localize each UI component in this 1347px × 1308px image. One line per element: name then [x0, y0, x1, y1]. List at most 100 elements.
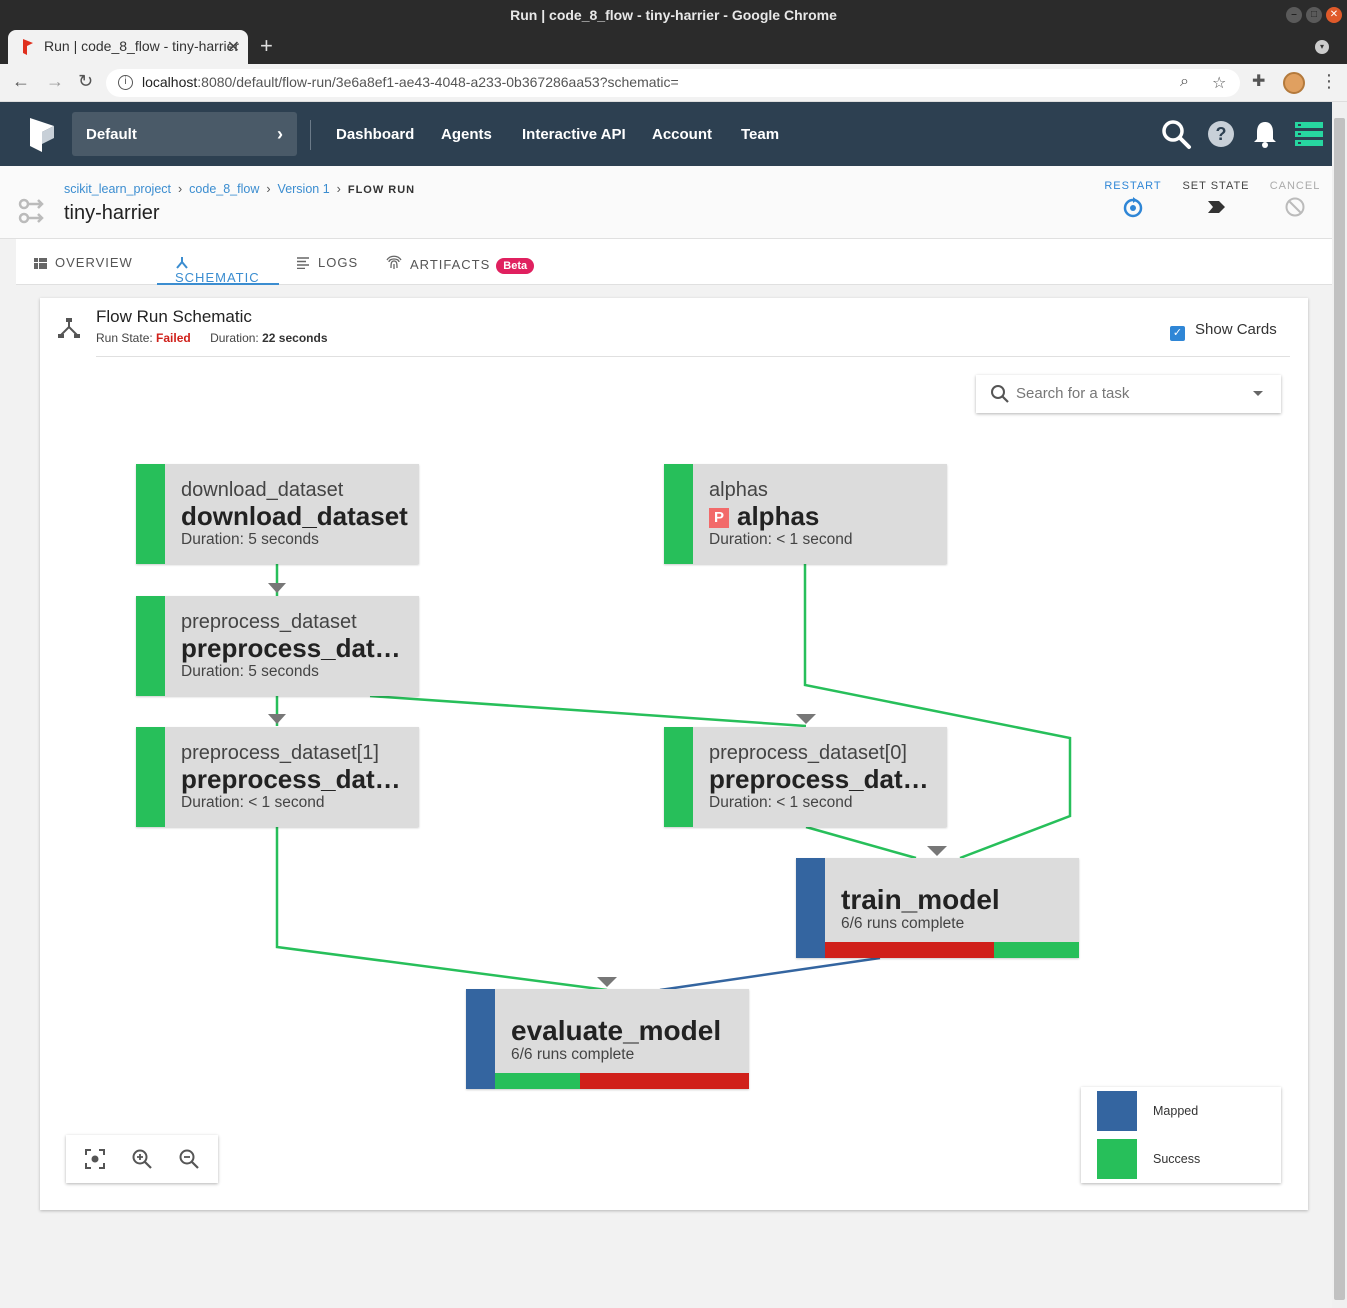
nav-dashboard[interactable]: Dashboard	[336, 126, 415, 143]
breadcrumb-version[interactable]: Version 1	[277, 182, 330, 196]
checkbox-checked-icon[interactable]: ✓	[1170, 326, 1185, 341]
nav-interactive-api[interactable]: Interactive API	[522, 126, 626, 143]
task-node-download-dataset[interactable]: download_dataset download_dataset Durati…	[136, 464, 419, 564]
nav-agents[interactable]: Agents	[441, 126, 492, 143]
back-icon[interactable]: ←	[12, 71, 30, 91]
cancel-button: CANCEL	[1255, 180, 1335, 218]
arrow-head-preprocess1	[268, 714, 286, 724]
tab-schematic-label: SCHEMATIC	[175, 270, 260, 285]
zoom-out-icon[interactable]	[178, 1148, 200, 1170]
nav-account[interactable]: Account	[652, 126, 712, 143]
task-duration: Duration: < 1 second	[709, 531, 853, 548]
team-name: Default	[86, 126, 137, 143]
close-tab-icon[interactable]: ✕	[226, 39, 240, 56]
breadcrumb-project[interactable]: scikit_learn_project	[64, 182, 171, 196]
tab-search-icon[interactable]: ▾	[1315, 40, 1329, 54]
forward-icon[interactable]: →	[46, 71, 64, 91]
task-node-evaluate-model[interactable]: evaluate_model 6/6 runs complete	[466, 989, 749, 1089]
task-node-preprocess-dataset-1[interactable]: preprocess_dataset[1] preprocess_dataset…	[136, 727, 419, 827]
arrow-head-preprocess	[268, 583, 286, 593]
flow-run-icon	[18, 198, 44, 224]
bookmark-star-icon[interactable]: ☆	[1212, 75, 1227, 92]
task-label: alphas	[709, 479, 768, 501]
breadcrumb: scikit_learn_project › code_8_flow › Version…	[64, 182, 415, 196]
tab-schematic[interactable]: SCHEMATIC	[157, 239, 279, 285]
address-bar[interactable]: i localhost:8080/default/flow-run/3e6a8e…	[106, 69, 1240, 97]
state-bar-success	[136, 596, 165, 696]
label-arrow-icon	[1208, 201, 1225, 213]
legend-swatch	[1097, 1139, 1137, 1179]
logs-icon	[297, 257, 309, 269]
task-name: train_model	[841, 884, 1000, 915]
team-selector[interactable]: Default ›	[72, 112, 297, 156]
task-search-placeholder: Search for a task	[1016, 385, 1130, 402]
tab-overview-label: OVERVIEW	[55, 255, 133, 270]
task-node-preprocess-dataset[interactable]: preprocess_dataset preprocess_dataset Du…	[136, 596, 419, 696]
breadcrumb-flow[interactable]: code_8_flow	[189, 182, 260, 196]
state-bar-success	[664, 464, 693, 564]
state-bar-success	[136, 727, 165, 827]
tab-logs[interactable]: LOGS	[296, 239, 358, 285]
zoom-lens-icon[interactable]: ⌕	[1180, 73, 1189, 90]
dashboard-icon	[34, 258, 47, 269]
page-scrollbar[interactable]	[1332, 102, 1347, 1308]
browser-tab[interactable]: Run | code_8_flow - tiny-harrier ✕	[8, 30, 248, 64]
edge-preprocess-preprocess0	[369, 694, 807, 728]
minimize-icon[interactable]: –	[1286, 7, 1302, 23]
restart-button[interactable]: RESTART	[1093, 180, 1173, 218]
notification-bell-icon[interactable]	[1249, 118, 1281, 150]
arrow-head-train	[927, 846, 947, 856]
reload-icon[interactable]: ↻	[78, 71, 94, 91]
schematic-subtitle: Run State: Failed Duration: 22 seconds	[96, 331, 328, 345]
schematic-edges	[268, 564, 1072, 992]
nav-team[interactable]: Team	[741, 126, 780, 143]
chevron-right-icon: ›	[178, 182, 183, 196]
duration-label: Duration:	[210, 331, 259, 345]
zoom-controls	[66, 1135, 218, 1183]
set-state-label: SET STATE	[1182, 180, 1250, 192]
help-icon[interactable]: ?	[1205, 118, 1237, 150]
progress-segment-success	[495, 1073, 580, 1089]
task-runs: 6/6 runs complete	[511, 1046, 635, 1063]
state-bar-success	[136, 464, 165, 564]
show-cards-checkbox[interactable]: ✓Show Cards	[1170, 321, 1277, 341]
state-bar-mapped	[796, 858, 825, 958]
close-window-icon[interactable]: ✕	[1326, 7, 1342, 23]
site-info-icon[interactable]: i	[118, 75, 133, 90]
profile-avatar[interactable]	[1283, 72, 1305, 94]
cancel-label: CANCEL	[1269, 180, 1321, 192]
state-legend: Mapped Success	[1081, 1087, 1281, 1183]
scrollbar-thumb[interactable]	[1334, 118, 1345, 1300]
mapped-progress-bar	[495, 1073, 749, 1089]
server-status-icon[interactable]	[1293, 118, 1325, 150]
set-state-button[interactable]: SET STATE	[1176, 180, 1256, 218]
task-node-train-model[interactable]: train_model 6/6 runs complete	[796, 858, 1079, 958]
window-title: Run | code_8_flow - tiny-harrier - Googl…	[510, 7, 837, 23]
extensions-icon[interactable]: ✚	[1252, 73, 1266, 90]
progress-segment-failed	[825, 942, 995, 958]
arrow-head-preprocess0	[796, 714, 816, 724]
dropdown-caret-icon	[1253, 391, 1263, 396]
prefect-logo-icon[interactable]	[28, 116, 56, 154]
legend-label: Success	[1153, 1152, 1201, 1166]
chrome-menu-icon[interactable]: ⋮	[1320, 71, 1338, 91]
center-focus-icon[interactable]	[84, 1148, 106, 1170]
tab-artifacts[interactable]: ARTIFACTS Beta	[386, 239, 535, 285]
task-search-select[interactable]: Search for a task	[976, 375, 1281, 413]
run-state-label: Run State:	[96, 331, 153, 345]
task-name: preprocess_dataset	[709, 764, 937, 794]
zoom-in-icon[interactable]	[131, 1148, 153, 1170]
chevron-right-icon: ›	[336, 182, 341, 196]
maximize-icon[interactable]: □	[1306, 7, 1322, 23]
beta-badge: Beta	[496, 258, 535, 274]
schematic-icon	[58, 318, 80, 338]
svg-text:?: ?	[1216, 124, 1227, 144]
tab-artifacts-label: ARTIFACTS	[410, 257, 491, 272]
search-icon[interactable]	[1160, 118, 1192, 150]
edge-alphas-train	[803, 564, 1072, 860]
new-tab-icon[interactable]: +	[260, 33, 273, 58]
task-node-preprocess-dataset-0[interactable]: preprocess_dataset[0] preprocess_dataset…	[664, 727, 947, 827]
tab-overview[interactable]: OVERVIEW	[34, 239, 133, 285]
